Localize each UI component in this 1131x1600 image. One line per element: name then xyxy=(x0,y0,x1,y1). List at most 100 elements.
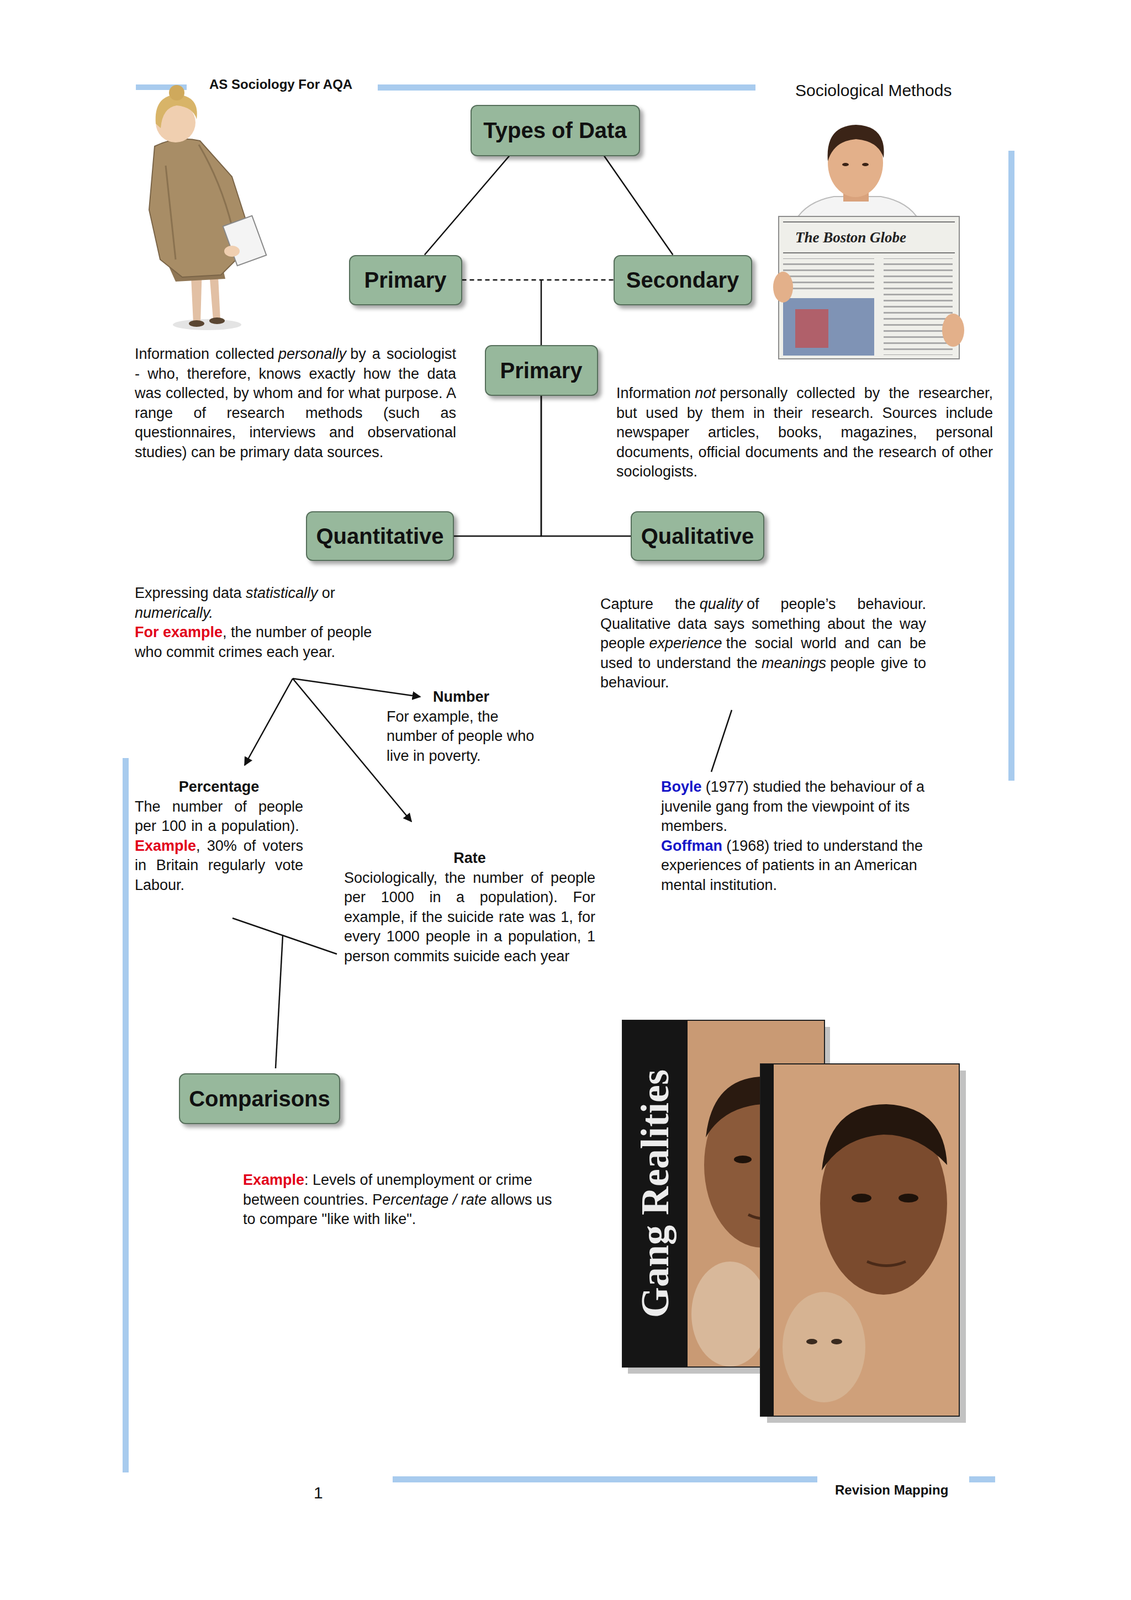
leader-lines-part xyxy=(711,710,732,773)
text-paragraph: Sociological Methods xyxy=(795,80,953,101)
text-paragraph: Boyle(1977) studied the behaviour of a j… xyxy=(661,777,963,837)
book-covers-part xyxy=(831,1339,843,1345)
text-label: Revision Mapping xyxy=(834,1482,949,1498)
connector-line xyxy=(453,395,542,537)
leader-lines-part xyxy=(244,678,293,766)
decor-bars-part xyxy=(392,1476,818,1483)
decor-bars-part xyxy=(122,758,129,1473)
description-text: Expressing datastatisticallyor numericall… xyxy=(134,583,395,663)
woman-figure-part xyxy=(168,85,185,101)
topic-box: Types of Data xyxy=(470,104,641,157)
man-reading-part xyxy=(795,309,829,348)
decor-bars-part xyxy=(377,84,756,91)
text-label: or xyxy=(321,584,336,602)
measure-note: PercentageThe number of people per 100 i… xyxy=(134,777,304,896)
study-note: Boyle(1977) studied the behaviour of a j… xyxy=(661,777,963,896)
connector-line xyxy=(604,156,673,256)
box-title: Primary xyxy=(500,357,583,384)
man-reading-part xyxy=(783,252,955,254)
man-reading-part xyxy=(773,271,794,303)
woman-figure-part xyxy=(165,165,176,260)
example-note: Example: Levels of unemployment or crime… xyxy=(242,1170,556,1230)
leader-lines-part xyxy=(292,678,421,697)
page-number: 1 xyxy=(313,1483,324,1504)
woman-figure xyxy=(149,85,267,331)
book-covers-part xyxy=(760,1064,774,1417)
text-paragraph: Percentage xyxy=(134,777,304,798)
text-paragraph: For example, the number of people who co… xyxy=(134,622,395,663)
box-title: Types of Data xyxy=(483,117,627,144)
woman-figure-part xyxy=(188,320,205,327)
text-paragraph: Informationnotpersonally collected by th… xyxy=(616,383,993,483)
description-text: Capture thequalityof people’s behaviour.… xyxy=(600,594,927,694)
text-label: numerically. xyxy=(134,604,214,622)
text-label: by a sociologist - who, therefore, knows… xyxy=(134,345,457,461)
decor-bars xyxy=(122,84,1015,1483)
text-label: Percentage xyxy=(178,778,260,796)
book-covers-part xyxy=(867,1261,906,1267)
box-title: Quantitative xyxy=(315,523,444,549)
text-label: meanings xyxy=(761,654,827,672)
text-label: not xyxy=(694,384,716,402)
text-paragraph: 1 xyxy=(313,1483,324,1504)
connector-line xyxy=(424,156,510,256)
text-label: Goffman xyxy=(661,837,723,855)
topic-box: Primary xyxy=(484,345,599,396)
book-covers xyxy=(622,1020,966,1424)
book-covers-part xyxy=(733,1155,752,1164)
description-text: Informationnotpersonally collected by th… xyxy=(616,383,993,483)
box-title: Secondary xyxy=(626,267,740,293)
text-label: Rate xyxy=(453,849,486,867)
text-label: Information collected xyxy=(134,345,275,363)
man-reading-part xyxy=(942,313,965,347)
text-paragraph: The number of people per 100 in a popula… xyxy=(134,797,304,896)
man-reading-part xyxy=(827,124,885,162)
text-paragraph: For example, the number of people who li… xyxy=(386,707,536,767)
junction-line xyxy=(540,279,543,346)
topic-box: Qualitative xyxy=(630,511,765,562)
text-label: personally xyxy=(278,345,347,363)
decor-bars-part xyxy=(969,1476,996,1483)
book-covers-part xyxy=(851,1193,872,1203)
text-label: Expressing data xyxy=(134,584,242,602)
man-reading-part xyxy=(783,258,875,293)
man-reading-part xyxy=(783,221,955,223)
man-reading-part xyxy=(783,298,875,356)
text-paragraph: Sociologically, the number of people per… xyxy=(344,868,596,967)
woman-figure-part xyxy=(172,319,242,331)
text-paragraph: Information collectedpersonallyby a soci… xyxy=(134,344,457,463)
text-paragraph: Gang Realities xyxy=(632,1028,678,1360)
text-label: For example, the number of people who li… xyxy=(386,708,535,765)
text-label: Example xyxy=(242,1171,305,1189)
man-reading xyxy=(773,124,965,359)
woman-figure-part xyxy=(224,245,240,257)
topic-box: Primary xyxy=(349,255,463,306)
man-reading-part xyxy=(883,258,953,356)
measure-note: RateSociologically, the number of people… xyxy=(344,848,596,967)
book-covers-part xyxy=(622,1020,688,1368)
text-label: statistically xyxy=(245,584,319,602)
book-covers-part xyxy=(898,1193,919,1203)
text-paragraph: Number xyxy=(386,687,536,708)
topic-box: Comparisons xyxy=(178,1073,341,1125)
text-label: ercentage / rate xyxy=(382,1191,487,1209)
text-paragraph: Example: Levels of unemployment or crime… xyxy=(242,1170,556,1230)
man-reading-part xyxy=(842,162,849,167)
book-covers-part xyxy=(821,1104,948,1171)
man-reading-part xyxy=(778,216,960,359)
text-label: The Boston Globe xyxy=(795,229,907,246)
text-paragraph: Expressing datastatisticallyor numericall… xyxy=(134,583,395,623)
text-label: Number xyxy=(432,688,490,706)
connector-line xyxy=(462,279,614,282)
text-paragraph: Goffman(1968) tried to understand the ex… xyxy=(661,836,963,896)
text-paragraph: AS Sociology For AQA xyxy=(209,76,353,93)
book-covers-part xyxy=(782,1292,866,1403)
text-label: Sociologically, the number of people per… xyxy=(344,869,596,965)
topic-box: Quantitative xyxy=(305,511,454,562)
header-label: AS Sociology For AQA xyxy=(209,76,353,93)
text-label: experience xyxy=(648,635,722,652)
description-text: Information collectedpersonallyby a soci… xyxy=(134,344,457,463)
measure-note: NumberFor example, the number of people … xyxy=(386,687,536,766)
text-label: Capture the xyxy=(600,595,696,613)
